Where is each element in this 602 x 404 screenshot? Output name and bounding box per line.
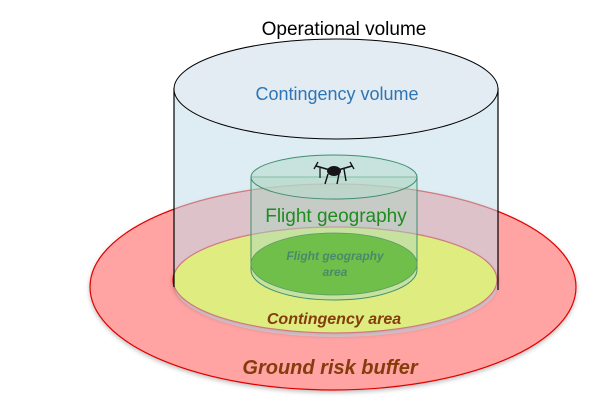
ground-risk-buffer-label: Ground risk buffer — [242, 357, 418, 379]
flight-geography-label: Flight geography — [265, 206, 407, 227]
operational-volume-title: Operational volume — [262, 19, 427, 40]
drone-icon — [313, 161, 355, 185]
flight-geography-volume-top — [250, 154, 418, 200]
flight-geography-area-label-line1: Flight geography — [286, 249, 385, 263]
contingency-volume-label: Contingency volume — [255, 84, 418, 104]
contingency-volume-top — [173, 38, 499, 140]
flight-geography-area-label-line2: area — [323, 265, 348, 279]
contingency-area-label: Contingency area — [267, 311, 401, 328]
flight-geography-area-ellipse — [250, 232, 418, 296]
contingency-volume-body — [174, 88, 498, 337]
